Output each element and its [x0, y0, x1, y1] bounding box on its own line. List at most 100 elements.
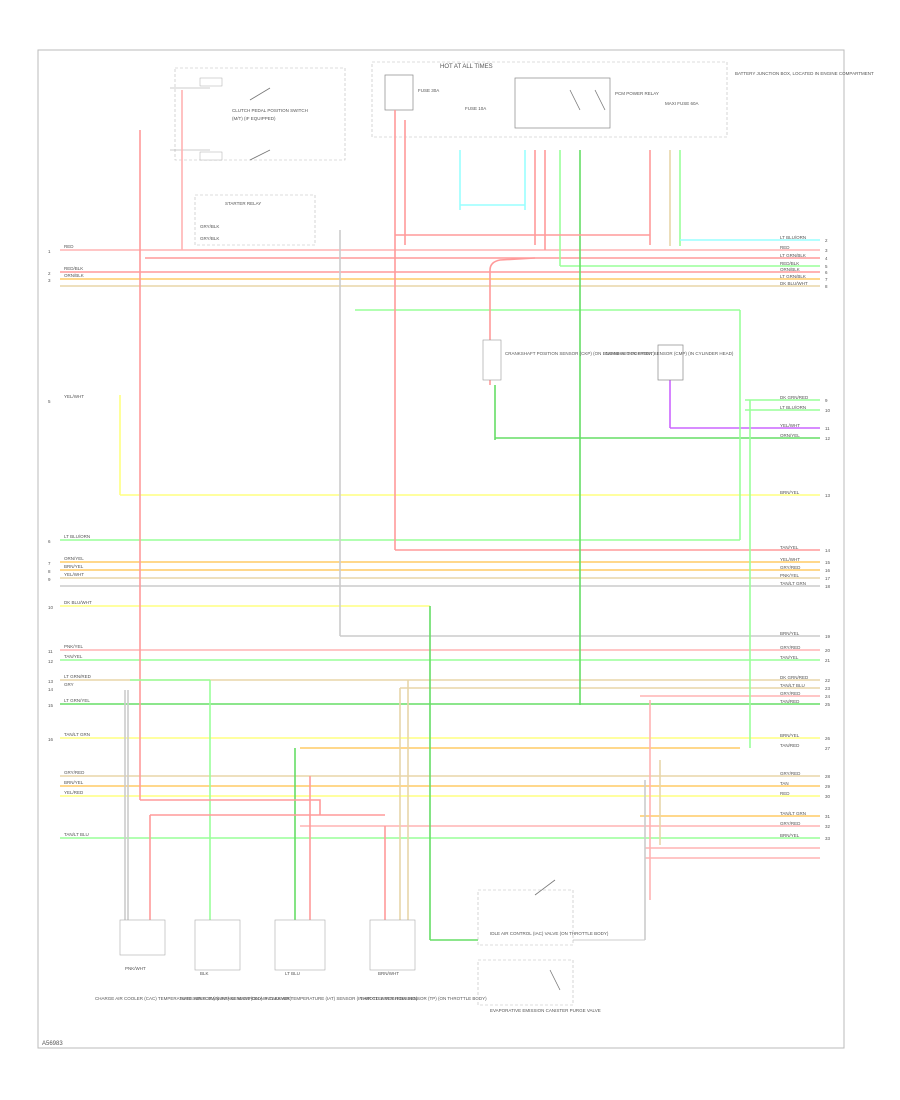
bottom-connectors: PNK/WHT CHARGE AIR COOLER (CAC) TEMPERAT… [95, 919, 487, 1001]
left-pin-number: 16 [48, 737, 54, 742]
left-wire-label: GRY/RED [64, 770, 85, 775]
right-wire-label: TAN/RED [780, 699, 800, 704]
right-pin-number: 32 [825, 824, 831, 829]
diagram-code: A56983 [42, 1041, 63, 1047]
clutch-pedal-switch: CLUTCH PEDAL POSITION SWITCH (M/T) (IF E… [170, 67, 346, 246]
right-wire-label: ORN/BLK [780, 267, 800, 272]
evap-valve-label: EVAPORATIVE EMISSION CANISTER PURGE VALV… [490, 1008, 601, 1013]
left-pin-number: 15 [48, 703, 54, 708]
right-wire-label: TAN/LT BLU [780, 683, 805, 688]
right-pin-number: 3 [825, 248, 828, 253]
right-pin-number: 2 [825, 238, 828, 243]
right-pin-number: 26 [825, 736, 831, 741]
camshaft-sensor-label: CAMSHAFT POSITION SENSOR (CMP) (IN CYLIN… [605, 351, 734, 356]
left-wire-label: BRN/YEL [64, 780, 84, 785]
right-wire-label: RED [780, 791, 790, 796]
left-pin-number: 2 [48, 271, 51, 276]
right-pin-number: 18 [825, 584, 831, 589]
right-pin-number: 12 [825, 436, 831, 441]
left-wire-label: RED [64, 244, 74, 249]
left-wire-label: ORN/YEL [64, 556, 84, 561]
right-wire-label: DK GRN/RED [780, 675, 809, 680]
right-wire-label: TAN/RED [780, 743, 800, 748]
left-wire-label: LT GRN/YEL [64, 698, 90, 703]
right-pin-number: 13 [825, 493, 831, 498]
right-wire-label: LT BLU/ORN [780, 235, 806, 240]
left-wire-label: DK BLU/WHT [64, 600, 92, 605]
right-wire-label: ORN/YEL [780, 433, 800, 438]
right-pin-number: 20 [825, 648, 831, 653]
right-wire-label: GRY/RED [780, 565, 801, 570]
left-wire-label: TAN/LT GRN [64, 732, 90, 737]
left-pin-number: 10 [48, 605, 54, 610]
right-wire-label: BRN/YEL [780, 733, 800, 738]
right-pin-number: 21 [825, 658, 831, 663]
left-pin-number: 7 [48, 561, 51, 566]
maf-sensor-label: MASS AIR FLOW (MAF) SENSOR (ON AIR CLEAN… [180, 996, 292, 1001]
left-pin-number: 8 [48, 569, 51, 574]
cac-sensor-label: CHARGE AIR COOLER (CAC) TEMPERATURE SENS… [95, 996, 263, 1001]
right-wire-label: GRY/RED [780, 821, 801, 826]
right-pin-number: 5 [825, 264, 828, 269]
right-pin-number: 28 [825, 774, 831, 779]
starter-relay-label: STARTER RELAY [225, 201, 261, 206]
right-pin-number: 33 [825, 836, 831, 841]
right-pin-number: 4 [825, 256, 828, 261]
feed-wire-e [140, 799, 321, 815]
right-wire-label: LT GRN/BLK [780, 274, 806, 279]
right-wire-label: BRN/YEL [780, 833, 800, 838]
right-pin-number: 17 [825, 576, 831, 581]
clutch-switch-title: CLUTCH PEDAL POSITION SWITCH [232, 108, 308, 113]
pcm-power-relay-label: PCM POWER RELAY [615, 91, 659, 96]
left-wire-label: GRY [64, 682, 74, 687]
feed-wire-c [489, 257, 536, 271]
right-wire-label: GRY/RED [780, 645, 801, 650]
right-pin-number: 31 [825, 814, 831, 819]
right-wire-label: RED [780, 245, 790, 250]
camshaft-sensor: CAMSHAFT POSITION SENSOR (CMP) (IN CYLIN… [605, 344, 734, 381]
fuse-box-title: HOT AT ALL TIMES [440, 64, 493, 70]
right-wire-label: TAN/YEL [780, 545, 799, 550]
battery-junction-box: HOT AT ALL TIMES FUSE 30A FUSE 10A PCM P… [371, 61, 874, 138]
right-wire-label: LT GRN/BLK [780, 253, 806, 258]
left-wire-label: YEL/WHT [64, 394, 84, 399]
left-wire-label: TAN/YEL [64, 654, 83, 659]
left-pin-number: 11 [48, 649, 53, 654]
left-pin-number: 3 [48, 278, 51, 283]
diagram-frame [37, 49, 845, 1049]
tp-sensor-label: THROTTLE POSITION SENSOR (TP) (ON THROTT… [360, 996, 487, 1001]
iac-valve: IDLE AIR CONTROL (IAC) VALVE (ON THROTTL… [477, 879, 609, 946]
left-pin-number: 14 [48, 687, 54, 692]
right-wire-label: PNK/YEL [780, 573, 800, 578]
evap-purge-valve: EVAPORATIVE EMISSION CANISTER PURGE VALV… [477, 959, 601, 1013]
right-pin-number: 25 [825, 702, 831, 707]
right-wire-label: TAN/LT GRN [780, 811, 806, 816]
right-pin-number: 27 [825, 746, 831, 751]
ground-label-2: GRY/BLK [200, 236, 219, 241]
right-wire-label: BRN/YEL [780, 631, 800, 636]
iat-connector-label: LT BLU [285, 971, 300, 976]
right-wire-label: RED/BLK [780, 261, 799, 266]
cac-connector-label: PNK/WHT [125, 966, 146, 971]
junction-box-note: BATTERY JUNCTION BOX, LOCATED IN ENGINE … [735, 71, 874, 76]
right-wire-label: GRY/RED [780, 771, 801, 776]
crankshaft-sensor-label: CRANKSHAFT POSITION SENSOR (CKP) (ON ENG… [505, 351, 655, 356]
left-wire-label: RED/BLK [64, 266, 83, 271]
clutch-switch-note: (M/T) (IF EQUIPPED) [232, 116, 276, 121]
right-wire-label: GRY/RED [780, 691, 801, 696]
left-pin-number: 1 [48, 249, 51, 254]
left-wire-label: YEL/WHT [64, 572, 84, 577]
iac-valve-label: IDLE AIR CONTROL (IAC) VALVE (ON THROTTL… [490, 931, 609, 936]
maf-connector-label: BLK [200, 971, 209, 976]
wire-bus [60, 90, 820, 941]
right-wire-label: DK GRN/RED [780, 395, 809, 400]
left-pin-number: 9 [48, 577, 51, 582]
fuse-label-2: FUSE 10A [465, 106, 486, 111]
right-pin-number: 11 [825, 426, 830, 431]
ground-label-1: GRY/BLK [200, 224, 219, 229]
right-pin-number: 30 [825, 794, 831, 799]
right-pin-number: 6 [825, 270, 828, 275]
crankshaft-sensor: CRANKSHAFT POSITION SENSOR (CKP) (ON ENG… [482, 339, 655, 381]
